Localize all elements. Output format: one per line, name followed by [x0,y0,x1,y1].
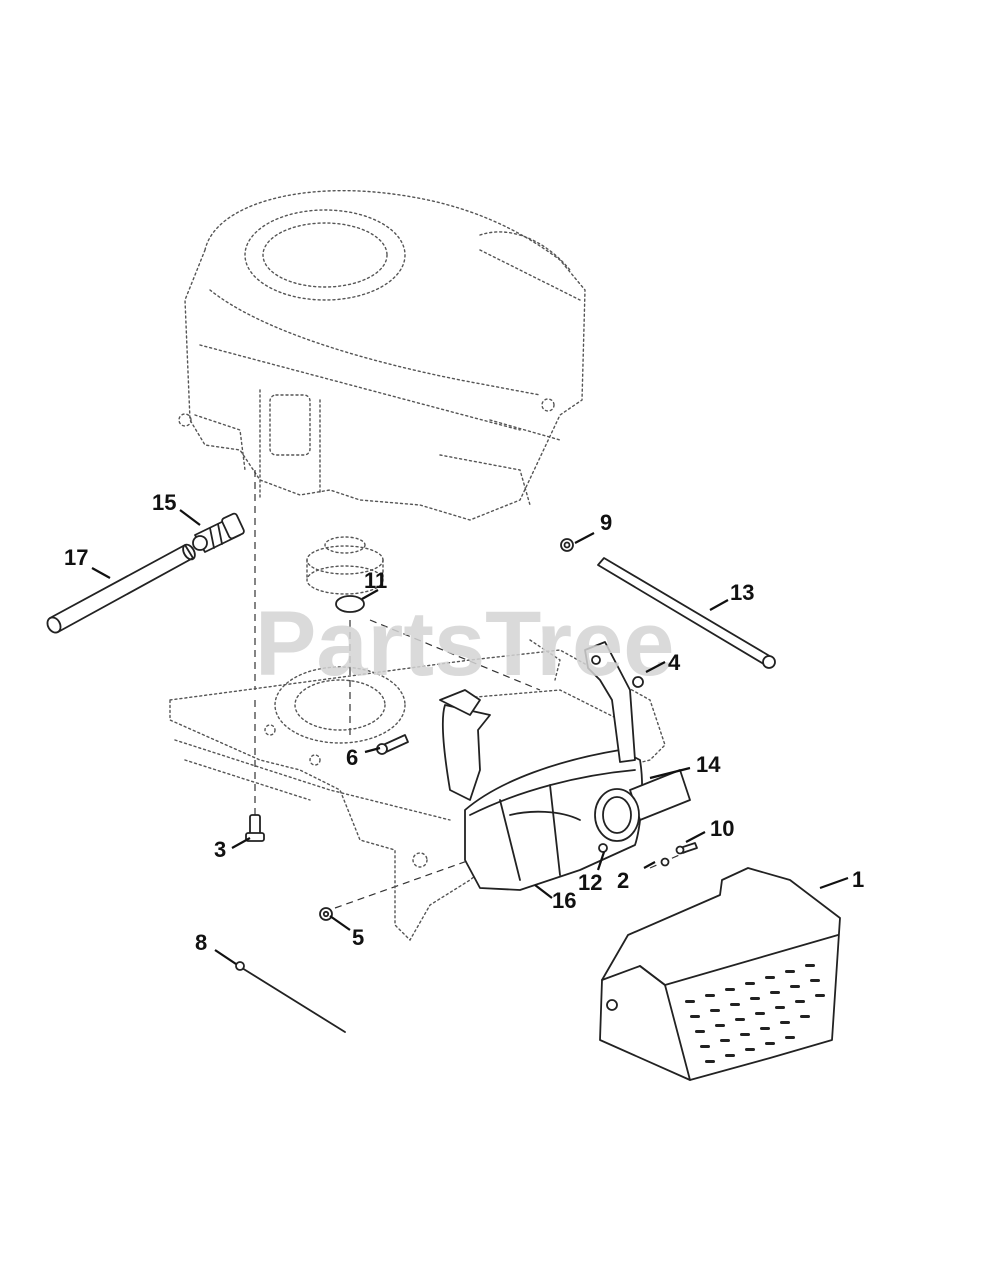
guard-vent-slots [685,964,825,1063]
callout-14: 14 [696,752,721,777]
callout-2: 2 [617,868,629,893]
callout-11: 11 [364,568,387,593]
part-3-bolt [245,814,265,842]
callout-6: 6 [346,745,358,770]
callout-1: 1 [852,867,864,892]
part-2-screw [660,857,670,867]
chassis-outline [169,639,666,942]
part-16-muffler [439,689,643,891]
callout-labels: 1 2 3 4 5 6 8 9 10 11 12 13 14 15 16 17 [64,490,864,955]
callout-12: 12 [578,870,602,895]
callout-10: 10 [710,816,734,841]
callout-8: 8 [195,930,207,955]
part-14-spark-arrestor [594,769,691,853]
part-5-nut [319,907,333,921]
engine-outline [178,189,586,521]
callout-15: 15 [152,490,176,515]
part-8-cable-tie [235,961,346,1033]
callout-5: 5 [352,925,364,950]
callout-17: 17 [64,545,88,570]
engine-pulley [306,536,384,595]
callout-3: 3 [214,837,226,862]
callout-13: 13 [730,580,754,605]
partstree-watermark: PartsTree [255,593,674,695]
callout-9: 9 [600,510,612,535]
part-11-gasket [335,595,365,613]
callout-leaders [91,509,849,965]
part-10-screw [675,842,698,855]
part-1-muffler-guard [599,867,841,1081]
callout-4: 4 [668,650,681,675]
part-4-bracket [584,641,644,763]
part-17-tube [46,543,196,634]
part-15-fitting [192,512,245,553]
part-13-rod [597,557,776,669]
part-9-nut [560,538,574,552]
part-6-bolt [376,734,409,755]
callout-16: 16 [552,888,576,913]
